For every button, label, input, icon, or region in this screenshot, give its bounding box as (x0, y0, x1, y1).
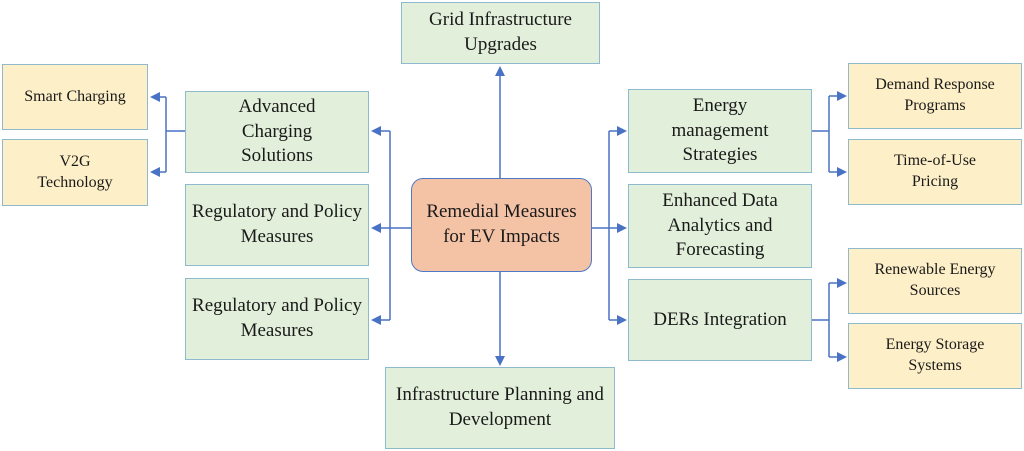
arrowhead-top (495, 66, 505, 76)
node-enhanced-data-analytics: Enhanced Data Analytics and Forecasting (628, 184, 812, 268)
node-energy-management-strategies: Energy management Strategies (628, 89, 812, 173)
node-label: Renewable Energy Sources (874, 261, 996, 299)
node-label: Smart Charging (24, 87, 126, 105)
arrowhead-left-1 (371, 126, 381, 136)
connector-center-right (592, 130, 621, 321)
arrowhead-left-2 (371, 223, 381, 233)
node-remedial-measures: Remedial Measures for EV Impacts (411, 178, 592, 272)
arrowhead-bottom (495, 356, 505, 366)
node-demand-response-programs: Demand Response Programs (848, 63, 1022, 129)
connector-energy-children (812, 95, 841, 173)
node-label: Regulatory and Policy Measures (192, 295, 362, 341)
arrowhead-right-2 (617, 223, 627, 233)
arrowhead-v2g (150, 167, 160, 177)
arrowhead-left-3 (371, 315, 381, 325)
node-ders-integration: DERs Integration (628, 279, 812, 361)
node-label: Enhanced Data Analytics and Forecasting (662, 189, 778, 261)
arrowhead-demand-response (837, 91, 847, 101)
node-label: Regulatory and Policy Measures (192, 201, 362, 247)
connector-left-children (156, 96, 185, 173)
arrowhead-tou (837, 167, 847, 177)
node-label: Infrastructure Planning and Development (396, 384, 604, 430)
node-regulatory-policy-1: Regulatory and Policy Measures (185, 184, 369, 266)
node-label: Grid Infrastructure Upgrades (429, 9, 572, 55)
arrowhead-right-3 (617, 315, 627, 325)
node-label: Advanced Charging Solutions (238, 95, 316, 167)
node-infrastructure-planning: Infrastructure Planning and Development (385, 367, 615, 449)
arrowhead-right-1 (617, 126, 627, 136)
connector-ders-children (812, 282, 841, 358)
node-renewable-energy-sources: Renewable Energy Sources (848, 248, 1022, 314)
connector-center-left (377, 130, 411, 321)
node-regulatory-policy-2: Regulatory and Policy Measures (185, 278, 369, 360)
node-label: DERs Integration (653, 308, 787, 330)
node-label: Energy Storage Systems (885, 336, 985, 374)
node-label: Energy management Strategies (671, 94, 769, 166)
node-time-of-use-pricing: Time-of-Use Pricing (848, 139, 1022, 205)
arrowhead-smart-charging (150, 92, 160, 102)
node-advanced-charging-solutions: Advanced Charging Solutions (185, 91, 369, 173)
arrowhead-renewables (837, 278, 847, 288)
node-label: Demand Response Programs (875, 76, 995, 114)
node-v2g-technology: V2G Technology (2, 139, 148, 206)
node-energy-storage-systems: Energy Storage Systems (848, 323, 1022, 389)
node-label: Remedial Measures for EV Impacts (426, 201, 577, 247)
node-label: V2G Technology (37, 152, 113, 191)
node-grid-infrastructure-upgrades: Grid Infrastructure Upgrades (401, 2, 600, 64)
node-label: Time-of-Use Pricing (893, 152, 977, 190)
node-smart-charging: Smart Charging (2, 64, 148, 130)
arrowhead-storage (837, 352, 847, 362)
